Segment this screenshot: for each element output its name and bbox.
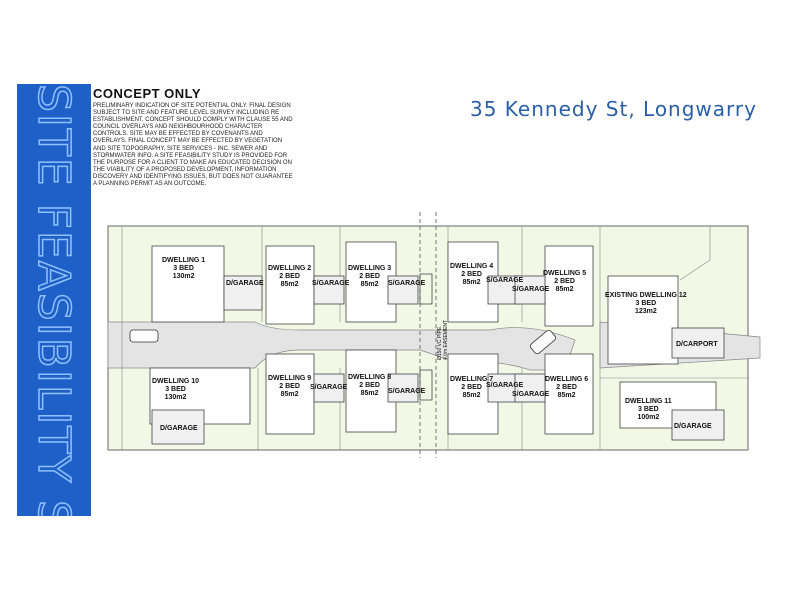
garage-label-d8: S/GARAGE (388, 388, 426, 395)
garage-label-d7: S/GARAGE (486, 382, 524, 389)
car-icon (129, 329, 159, 343)
easement-label: Ø150 VC PIPE 4.0m EASEMENT (437, 319, 449, 360)
garage-label-d6: S/GARAGE (512, 391, 550, 398)
side-banner: SITE FEASIBILITY STUDY (17, 84, 91, 516)
garage-label-d11: D/GARAGE (674, 423, 712, 430)
garage-label-d3: S/GARAGE (388, 280, 426, 287)
car-icon (530, 329, 556, 355)
address-title: 35 Kennedy St, Longwarry (470, 97, 757, 121)
garage-label-d2: S/GARAGE (312, 280, 350, 287)
disclaimer-text: Preliminary indication of site potential… (93, 103, 293, 188)
concept-title: CONCEPT ONLY (93, 86, 202, 101)
dwelling-footprints (149, 241, 725, 445)
easement-lines (419, 212, 437, 458)
garage-label-d5: S/GARAGE (512, 286, 550, 293)
garage-label-d10: D/GARAGE (160, 425, 198, 432)
garage-label-d12: D/CARPORT (676, 341, 718, 348)
garage-label-d9: S/GARAGE (310, 384, 348, 391)
garage-label-d1: D/GARAGE (226, 280, 264, 287)
car-icons (129, 329, 556, 355)
garage-label-d4: S/GARAGE (486, 277, 524, 284)
